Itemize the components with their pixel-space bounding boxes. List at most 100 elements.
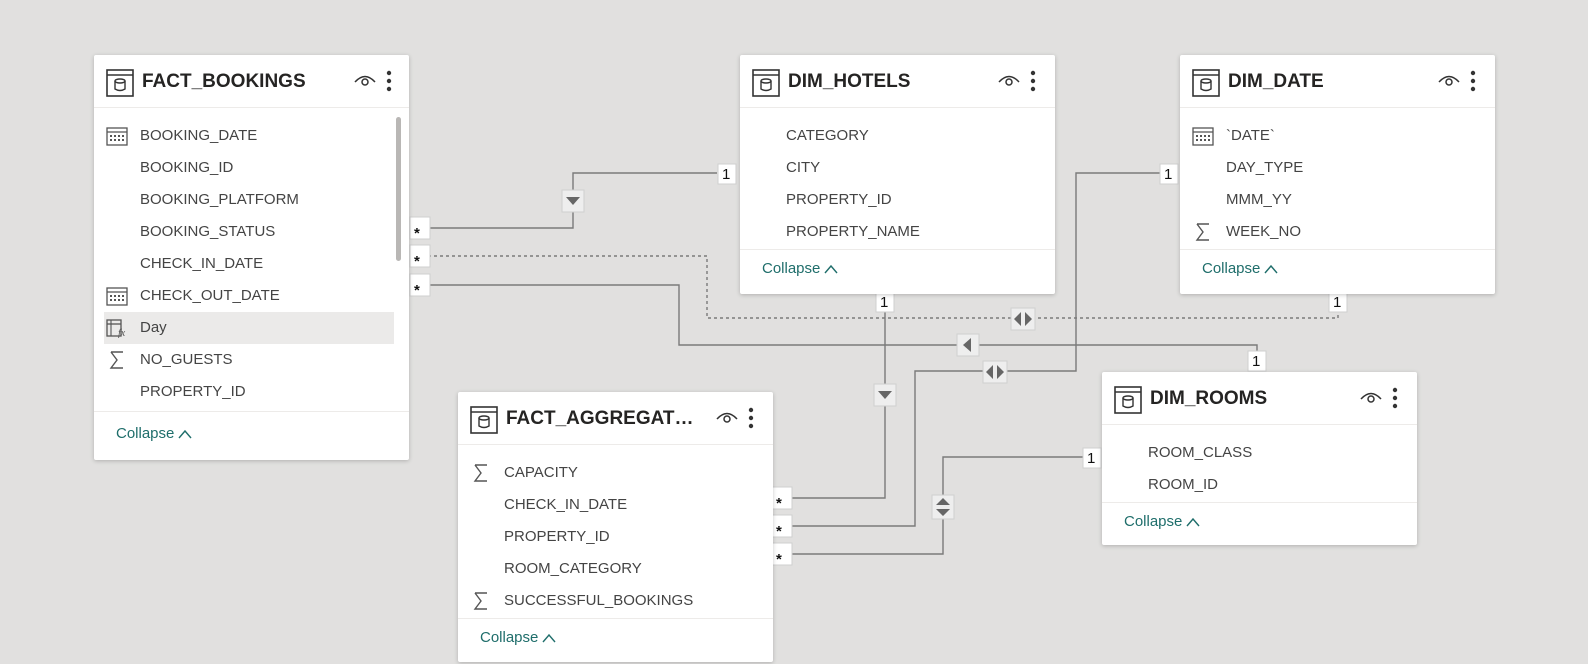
cardinality-one-date-bookings: 1 [1333, 294, 1341, 311]
table-card-header[interactable]: DIM_DATE [1180, 55, 1495, 108]
field-property-name[interactable]: PROPERTY_NAME [750, 216, 1040, 248]
field-day-type[interactable]: DAY_TYPE [1190, 152, 1480, 184]
more-options-icon[interactable] [385, 69, 393, 93]
table-card-fact-aggregated[interactable]: FACT_AGGREGATED_... CAPACITY CHECK_IN_DA… [458, 392, 773, 662]
cardinality-many-aggregated-date: * [776, 523, 782, 540]
collapse-label: Collapse [1202, 260, 1261, 277]
field-label: Day [140, 319, 167, 336]
field-room-category[interactable]: ROOM_CATEGORY [468, 553, 758, 585]
table-card-fact-bookings[interactable]: FACT_BOOKINGS BOOKING_DATE BOOKING_ID BO… [94, 55, 409, 460]
calendar-icon [106, 127, 128, 146]
table-card-dim-hotels[interactable]: DIM_HOTELS CATEGORY CITY PROPERTY_ID PRO… [740, 55, 1055, 294]
chevron-up-icon [824, 264, 838, 274]
field-label: ROOM_CLASS [1148, 444, 1253, 461]
field-date[interactable]: `DATE` [1190, 120, 1480, 152]
field-property-id[interactable]: PROPERTY_ID [104, 376, 394, 408]
field-property-id[interactable]: PROPERTY_ID [468, 521, 758, 553]
table-card-header[interactable]: FACT_AGGREGATED_... [458, 392, 773, 445]
collapse-button[interactable]: Collapse [480, 629, 556, 646]
field-label: DAY_TYPE [1226, 159, 1304, 176]
cardinality-many-aggregated-rooms: * [776, 551, 782, 568]
table-icon [1192, 69, 1220, 97]
visibility-icon[interactable] [998, 73, 1020, 89]
divider [94, 411, 409, 412]
filter-direction-markers [561, 189, 1036, 520]
chevron-up-icon [1264, 264, 1278, 274]
field-no-guests[interactable]: NO_GUESTS [104, 344, 394, 376]
field-label: CHECK_IN_DATE [504, 496, 628, 513]
visibility-icon[interactable] [354, 73, 376, 89]
field-mmm-yy[interactable]: MMM_YY [1190, 184, 1480, 216]
table-card-dim-rooms[interactable]: DIM_ROOMS ROOM_CLASS ROOM_ID Collapse [1102, 372, 1417, 545]
cardinality-one-rooms-aggregated: 1 [1087, 450, 1095, 467]
collapse-button[interactable]: Collapse [116, 425, 192, 442]
collapse-label: Collapse [480, 629, 539, 646]
field-booking-platform[interactable]: BOOKING_PLATFORM [104, 184, 394, 216]
collapse-label: Collapse [116, 425, 175, 442]
cardinality-many-bookings-hotels: * [414, 225, 420, 242]
table-card-header[interactable]: FACT_BOOKINGS [94, 55, 409, 108]
collapse-button[interactable]: Collapse [1124, 513, 1200, 530]
visibility-icon[interactable] [1360, 390, 1382, 406]
calendar-icon [106, 287, 128, 306]
field-label: ROOM_CATEGORY [504, 560, 642, 577]
field-day[interactable]: fx Day [104, 312, 394, 344]
field-label: BOOKING_DATE [140, 127, 258, 144]
cardinality-many-aggregated-hotels: * [776, 495, 782, 512]
field-label: PROPERTY_NAME [786, 223, 920, 240]
calculated-column-icon: fx [106, 319, 126, 338]
table-card-header[interactable]: DIM_HOTELS [740, 55, 1055, 108]
sigma-icon [473, 464, 487, 482]
divider [1180, 249, 1495, 250]
field-label: NO_GUESTS [140, 351, 233, 368]
field-label: PROPERTY_ID [786, 191, 892, 208]
field-week-no[interactable]: WEEK_NO [1190, 216, 1480, 248]
field-property-id[interactable]: PROPERTY_ID [750, 184, 1040, 216]
field-booking-date[interactable]: BOOKING_DATE [104, 120, 394, 152]
table-icon [106, 69, 134, 97]
cardinality-one-rooms-bookings: 1 [1252, 353, 1260, 370]
field-room-class[interactable]: ROOM_CLASS [1112, 437, 1402, 469]
cardinality-one-date-aggregated: 1 [1164, 166, 1172, 183]
calendar-icon [1192, 127, 1214, 146]
field-room-id[interactable]: ROOM_ID [1112, 469, 1402, 501]
field-capacity[interactable]: CAPACITY [468, 457, 758, 489]
table-title: DIM_HOTELS [788, 71, 911, 92]
field-label: WEEK_NO [1226, 223, 1302, 240]
visibility-icon[interactable] [1438, 73, 1460, 89]
field-booking-id[interactable]: BOOKING_ID [104, 152, 394, 184]
table-icon [752, 69, 780, 97]
more-options-icon[interactable] [1391, 386, 1399, 410]
divider [1102, 502, 1417, 503]
field-check-in-date[interactable]: CHECK_IN_DATE [104, 248, 394, 280]
divider [458, 618, 773, 619]
table-icon [1114, 386, 1142, 414]
field-successful-bookings[interactable]: SUCCESSFUL_BOOKINGS [468, 585, 758, 617]
field-check-in-date[interactable]: CHECK_IN_DATE [468, 489, 758, 521]
cardinality-one-hotels-aggregated: 1 [880, 294, 888, 311]
field-label: CHECK_OUT_DATE [140, 287, 280, 304]
field-label: BOOKING_PLATFORM [140, 191, 299, 208]
field-category[interactable]: CATEGORY [750, 120, 1040, 152]
table-card-header[interactable]: DIM_ROOMS [1102, 372, 1417, 425]
field-label: BOOKING_STATUS [140, 223, 276, 240]
sigma-icon [1195, 223, 1209, 241]
more-options-icon[interactable] [747, 406, 755, 430]
field-label: `DATE` [1226, 127, 1275, 144]
field-check-out-date[interactable]: CHECK_OUT_DATE [104, 280, 394, 312]
sigma-icon [473, 592, 487, 610]
cardinality-one-hotels-bookings: 1 [722, 166, 730, 183]
field-city[interactable]: CITY [750, 152, 1040, 184]
collapse-button[interactable]: Collapse [1202, 260, 1278, 277]
field-list-scrollbar[interactable] [396, 117, 401, 261]
more-options-icon[interactable] [1469, 69, 1477, 93]
more-options-icon[interactable] [1029, 69, 1037, 93]
field-booking-status[interactable]: BOOKING_STATUS [104, 216, 394, 248]
table-card-dim-date[interactable]: DIM_DATE `DATE` DAY_TYPE MMM_YY WEEK_NO … [1180, 55, 1495, 294]
visibility-icon[interactable] [716, 410, 738, 426]
field-label: CATEGORY [786, 127, 869, 144]
field-label: CHECK_IN_DATE [140, 255, 264, 272]
collapse-label: Collapse [1124, 513, 1183, 530]
collapse-button[interactable]: Collapse [762, 260, 838, 277]
